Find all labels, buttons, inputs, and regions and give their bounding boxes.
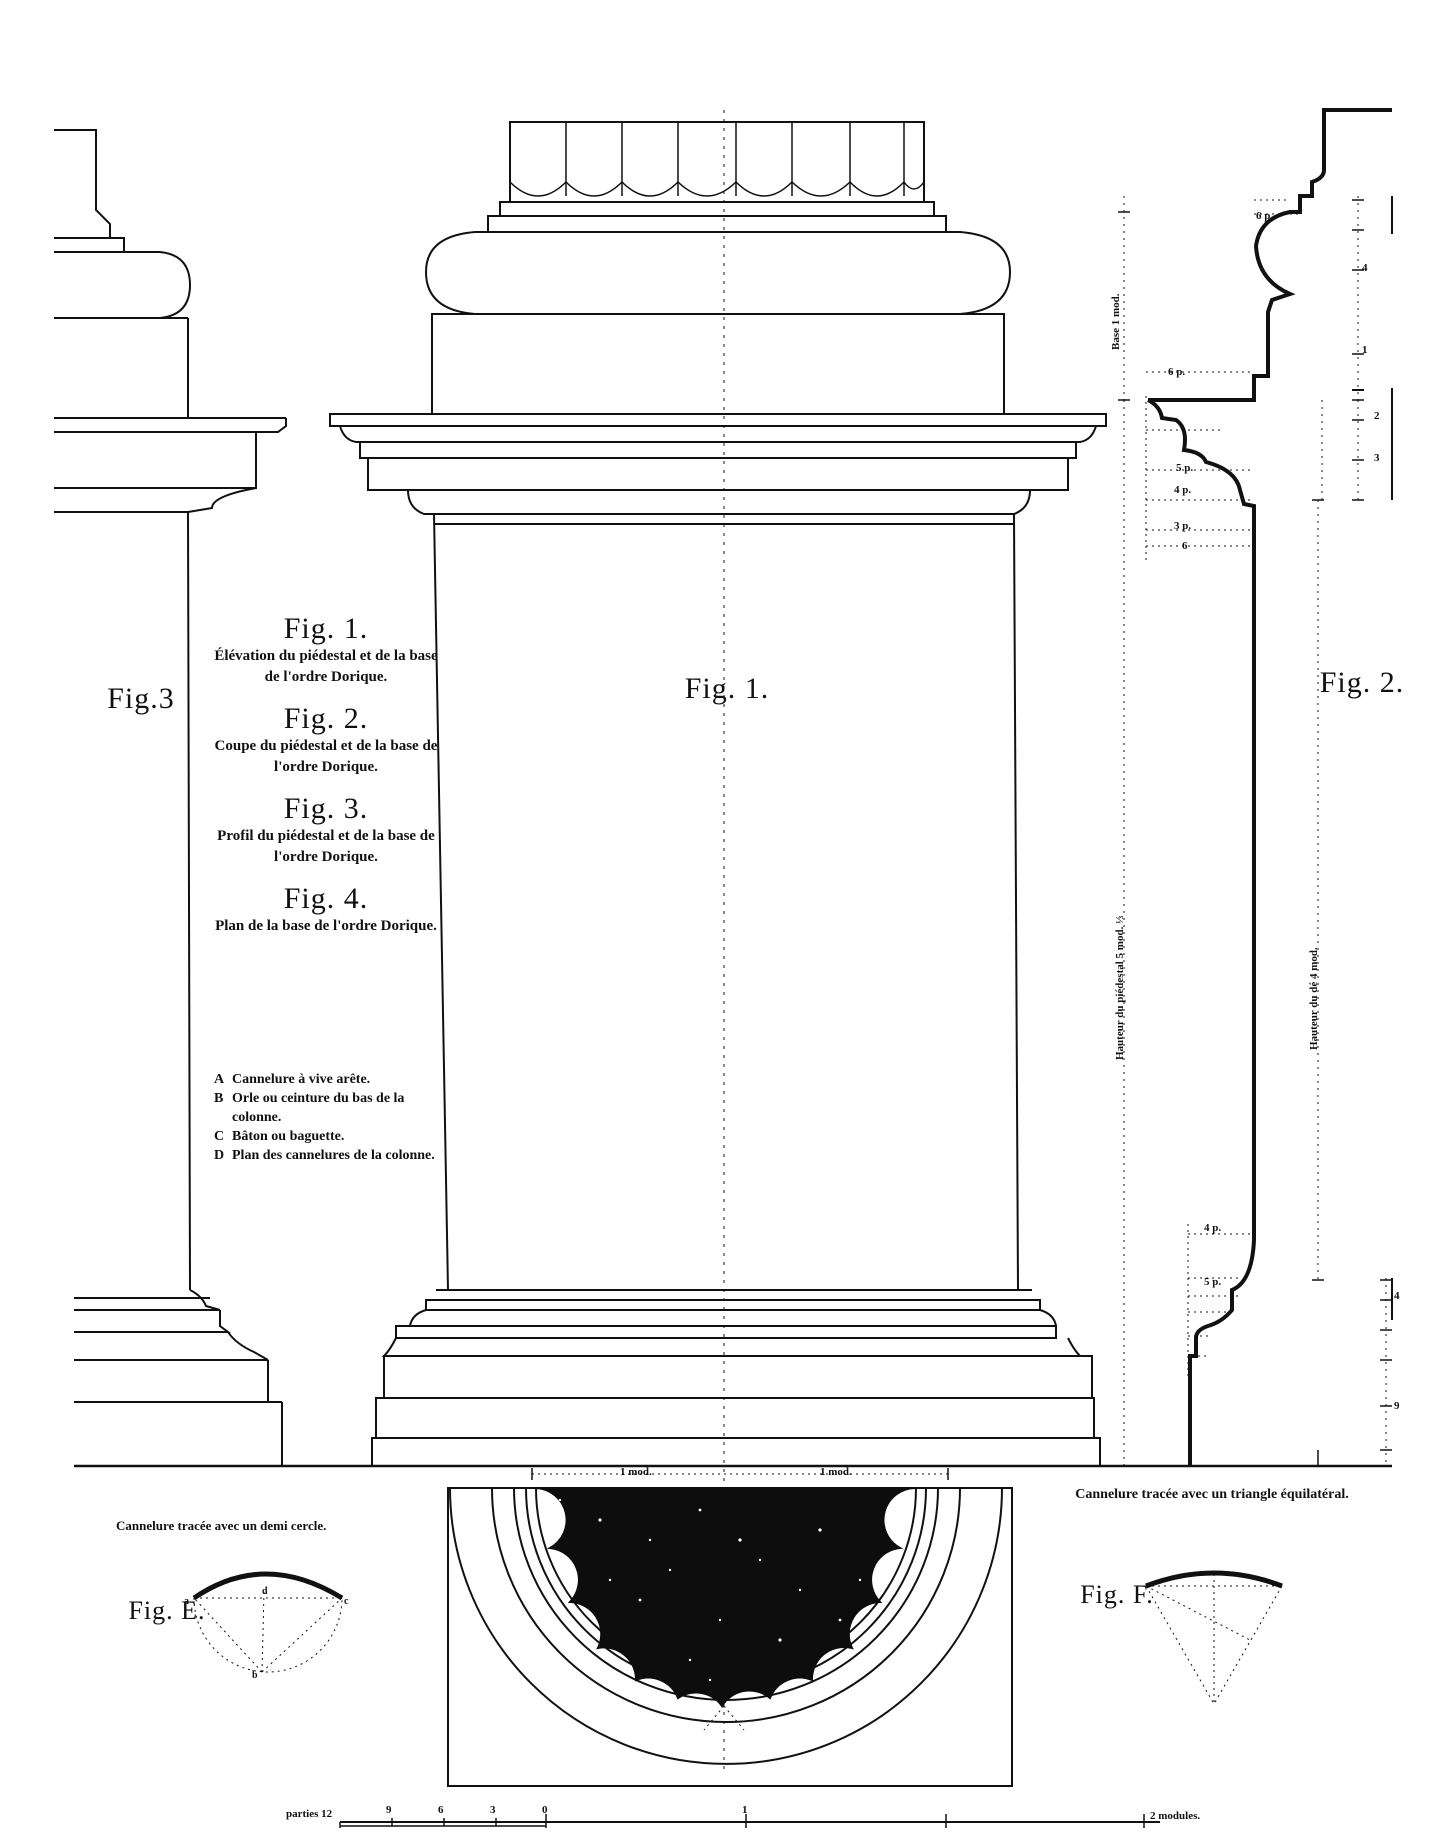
legend: A Cannelure à vive arête. B Orle ou ceintu… (214, 1070, 444, 1165)
legend-text-b: Orle ou ceinture du bas de la colonne. (232, 1091, 405, 1125)
caption-fig4: Fig. 4. Plan de la base de l'ordre Doriq… (206, 882, 446, 937)
caption-fig1-text: Élévation du piédestal et de la base de … (214, 648, 438, 685)
letter-c: c (344, 1596, 349, 1607)
fig4-plan (447, 1468, 1013, 1787)
caption-fig3-text: Profil du piédestal et de la base de l'o… (217, 828, 435, 865)
legend-item-a: A Cannelure à vive arête. (214, 1070, 444, 1089)
fig1-elevation (329, 110, 1107, 1770)
letter-d: d (262, 1586, 268, 1597)
legend-text-a: Cannelure à vive arête. (232, 1072, 371, 1087)
dim-base: Base 1 mod. (1110, 293, 1122, 350)
scale-tick-1: 1 (742, 1804, 748, 1816)
scale-tick-9: 9 (386, 1804, 392, 1816)
legend-text-c: Bâton ou baguette. (232, 1129, 345, 1144)
legend-item-b: B Orle ou ceinture du bas de la colonne. (214, 1089, 444, 1127)
profile-mark-14: 9 (1394, 1400, 1400, 1412)
profile-mark-1: 6 p. (1168, 366, 1186, 378)
caption-fig1-title: Fig. 1. (283, 612, 369, 645)
caption-fig1: Fig. 1. Élévation du piédestal et de la … (206, 612, 446, 688)
fig-f-label: Fig. F. (1080, 1580, 1154, 1609)
dim-die-height: Hauteur du dé 4 mod. (1308, 947, 1320, 1050)
legend-item-c: C Bâton ou baguette. (214, 1127, 444, 1146)
caption-fig2-text: Coupe du piédestal et de la base de l'or… (214, 738, 438, 775)
legend-key-d: D (214, 1148, 225, 1163)
profile-mark-7: 1 (1362, 344, 1368, 356)
caption-fig4-title: Fig. 4. (283, 882, 369, 915)
profile-mark-11: 4 p. (1204, 1222, 1222, 1234)
profile-mark-5: 6 (1182, 540, 1188, 552)
legend-key-b: B (214, 1091, 224, 1106)
legend-text-d: Plan des cannelures de la colonne. (232, 1148, 435, 1163)
caption-fig2-title: Fig. 2. (283, 702, 369, 735)
dim-pedestal-height: Hauteur du piédestal 5 mod. ⅓ (1114, 915, 1126, 1060)
fig3-partial-elevation (54, 129, 287, 1466)
letter-b: b (252, 1670, 258, 1681)
caption-triangle: Cannelure tracée avec un triangle équila… (1075, 1487, 1349, 1502)
caption-fig4-text: Plan de la base de l'ordre Dorique. (215, 918, 437, 934)
profile-mark-4: 3 p. (1174, 520, 1192, 532)
scale-tick-0: 0 (542, 1804, 548, 1816)
letter-a: a (184, 1596, 189, 1607)
profile-mark-6: 4 (1362, 262, 1368, 274)
fig3-label: Fig.3 (107, 682, 175, 715)
captions-column: Fig. 1. Élévation du piédestal et de la … (206, 612, 446, 937)
fig1-center-label: Fig. 1. (684, 672, 770, 705)
plan-dim-left: 1 mod. (620, 1466, 652, 1478)
scale-tick-6: 6 (438, 1804, 444, 1816)
scale-tick-3: 3 (490, 1804, 496, 1816)
scale-left-label: parties 12 (286, 1808, 333, 1820)
plan-dim-right: 1 mod. (820, 1466, 852, 1478)
scale-bar (339, 1814, 1160, 1828)
scale-right-label: 2 modules. (1150, 1810, 1201, 1822)
caption-semicircle: Cannelure tracée avec un demi cercle. (116, 1518, 327, 1533)
fig-f-construction (1145, 1570, 1283, 1705)
fig2-side-label: Fig. 2. (1319, 666, 1405, 699)
profile-mark-2: 5 p. (1176, 462, 1194, 474)
profile-mark-9: 3 (1374, 452, 1380, 464)
plan-core (535, 1486, 917, 1708)
caption-fig3: Fig. 3. Profil du piédestal et de la bas… (206, 792, 446, 868)
profile-mark-12: 5 p. (1204, 1276, 1222, 1288)
legend-key-c: C (214, 1129, 225, 1144)
fig-e-label: Fig. E. (128, 1596, 206, 1625)
profile-mark-3: 4 p. (1174, 484, 1192, 496)
caption-fig2: Fig. 2. Coupe du piédestal et de la base… (206, 702, 446, 778)
profile-mark-8: 2 (1374, 410, 1380, 422)
profile-mark-13: 4 (1394, 1290, 1400, 1302)
fig2-section-profile (1118, 108, 1393, 1466)
fig-e-construction: a d c b (184, 1571, 349, 1681)
profile-mark-10: 6 p. (1256, 210, 1274, 222)
legend-key-a: A (214, 1072, 225, 1087)
legend-item-d: D Plan des cannelures de la colonne. (214, 1146, 444, 1165)
caption-fig3-title: Fig. 3. (283, 792, 369, 825)
